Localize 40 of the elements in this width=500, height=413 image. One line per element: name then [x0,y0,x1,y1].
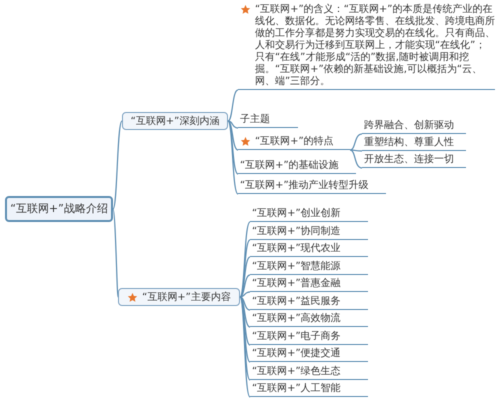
topic-label: “互联网+”的基础设施 [238,160,356,174]
topic-box: “互联网+”深刻内涵 [122,112,228,130]
connector-line [240,291,250,298]
topic-label: “互联网+”协同制造 [250,226,368,240]
connector-line [228,89,238,122]
topic-label: “互联网+”电子商务 [250,330,368,344]
connector-line [239,296,250,398]
connector-line [240,274,250,298]
connector-line [228,120,238,194]
topic-label: “互联网+”普惠金融 [250,278,368,292]
topic-label: “互联网+”益民服务 [250,296,368,310]
topic-text: “互联网+”主要内容 [142,290,231,304]
topic-label: “互联网+”创业创新 [250,208,368,222]
connector-line [350,149,362,152]
topic-label: “互联网+”智慧能源 [250,260,368,274]
connector-line [240,296,250,380]
connector-line [112,208,119,298]
connector-line [240,240,250,298]
connector-line [112,120,122,210]
connector-line [228,120,238,151]
connector-line [240,296,250,328]
connector-line [228,120,238,174]
connector-line [350,133,362,151]
topic-label: “互联网+”现代农业 [250,243,368,257]
connector-line [228,120,238,129]
topic-label: “互联网+”人工智能 [250,383,368,397]
topic-label: 重塑结构、尊重人性 [362,137,466,151]
topic-label: 开放生态、连接一切 [362,154,466,168]
topic-label: “互联网+”绿色生态 [250,366,368,380]
connector-line [350,149,362,169]
topic-box: “互联网+”战略介绍 [5,196,113,222]
topic-label: “互联网+”便捷交通 [250,348,368,362]
topic-text: “互联网+”的含义：“互联网+”的本质是传统产业的在线化、数据化。无论网络零售、在线批发、跨境电商所做的工作分享都是努力实现交易的在线化。只有商品、人和交易行为迁移到互联网上，才能实现“在线化”；只有“在线”才能形成“活的”数据,随时被调用和挖掘。“互联网+”依赖的新基础设施,可以概括为“云、网、端”三部分。 [255,4,495,88]
topic-text: “互联网+”的特点 [255,136,334,148]
topic-label: 跨界融合、创新驱动 [362,120,466,134]
topic-label: “互联网+”高效物流 [250,313,368,327]
topic-label: “互联网+”推动产业转型升级 [238,180,386,194]
topic-label: 子主题 [238,114,298,128]
connector-line [240,296,250,362]
connector-line [240,296,250,311]
